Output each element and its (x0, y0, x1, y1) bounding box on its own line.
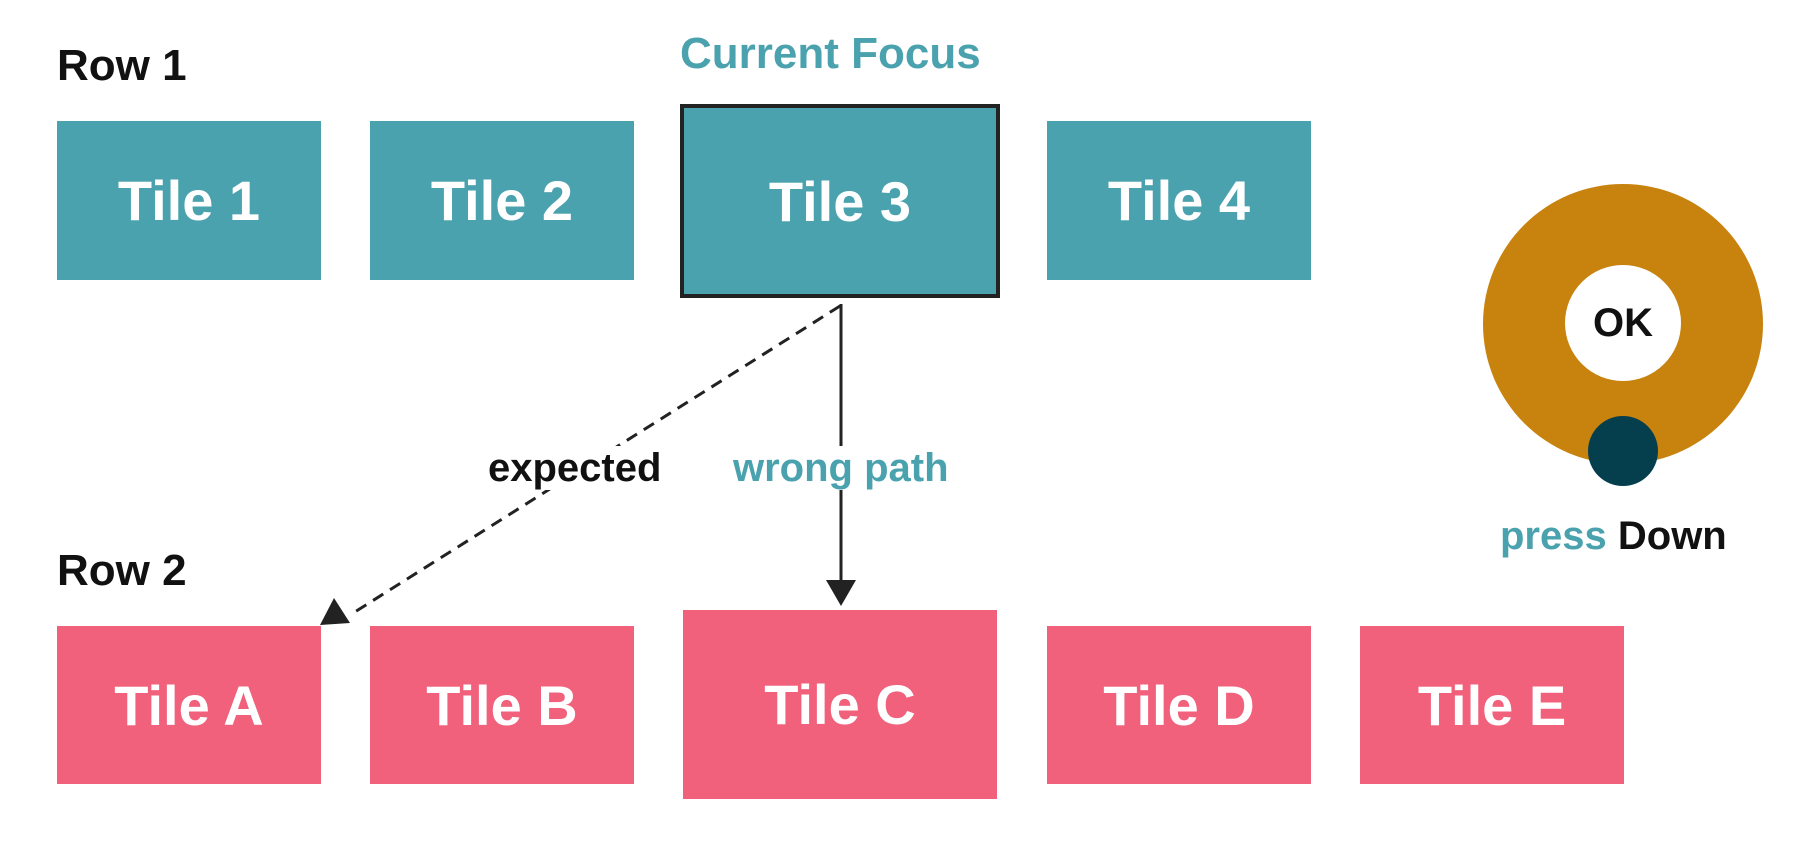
tile-a[interactable]: Tile A (57, 626, 321, 784)
down-button-indicator (1588, 416, 1658, 486)
down-key-word: Down (1617, 514, 1727, 558)
tile-4[interactable]: Tile 4 (1047, 121, 1311, 280)
ok-button[interactable]: OK (1565, 265, 1681, 381)
row-1-label: Row 1 (57, 41, 187, 90)
tile-e[interactable]: Tile E (1360, 626, 1624, 784)
expected-label: expected (482, 446, 668, 490)
tile-d[interactable]: Tile D (1047, 626, 1311, 784)
current-focus-label: Current Focus (680, 29, 981, 78)
tile-1[interactable]: Tile 1 (57, 121, 321, 280)
press-word: press (1500, 514, 1607, 558)
row-2-label: Row 2 (57, 546, 187, 595)
wrong-path-label: wrong path (727, 446, 955, 490)
press-down-caption: press Down (1500, 516, 1727, 556)
wrong-path-arrow (826, 304, 856, 606)
ok-label: OK (1593, 300, 1653, 345)
tile-2[interactable]: Tile 2 (370, 121, 634, 280)
tile-b[interactable]: Tile B (370, 626, 634, 784)
tile-3-focused[interactable]: Tile 3 (680, 104, 1000, 298)
tile-c[interactable]: Tile C (683, 610, 997, 799)
